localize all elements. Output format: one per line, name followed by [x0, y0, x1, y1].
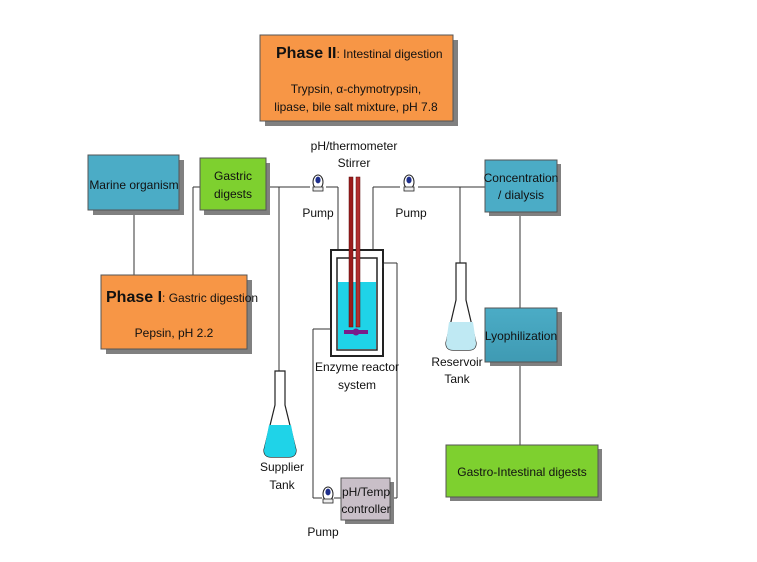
- marine-organism-box: Marine organism: [87, 154, 184, 215]
- supplier-flask-icon: [263, 370, 297, 458]
- ph-temp-line-1: pH/Temp: [342, 485, 390, 499]
- svg-text:Phase II: Intestinal digestion: Phase II: Intestinal digestion: [276, 45, 443, 62]
- reservoir-label-1: Reservoir: [431, 355, 482, 369]
- pump-label-bottom: Pump: [307, 525, 339, 539]
- pump-icon: [403, 174, 415, 192]
- enzyme-reactor: [322, 176, 384, 357]
- phase-2-box: Phase II: Intestinal digestion Trypsin, …: [259, 34, 458, 126]
- pump-label-right: Pump: [395, 206, 427, 220]
- gastric-digests-line-1: Gastric: [214, 169, 252, 183]
- marine-organism-label: Marine organism: [89, 178, 178, 192]
- lyophilization-box: Lyophilization: [484, 307, 562, 366]
- gi-digests-box: Gastro-Intestinal digests: [445, 444, 602, 501]
- enzyme-reactor-line-1: Enzyme reactor: [315, 360, 399, 374]
- pump-icon: [312, 174, 324, 192]
- lyophilization-label: Lyophilization: [485, 329, 557, 343]
- pump-label-left: Pump: [302, 206, 334, 220]
- concentration-line-2: / dialysis: [498, 188, 544, 202]
- reservoir-flask-icon: [445, 262, 477, 351]
- phase-1-title-rest: : Gastric digestion: [162, 291, 258, 305]
- ph-temp-controller-box: pH/Temp controller: [340, 477, 394, 524]
- ph-temp-line-2: controller: [341, 502, 390, 516]
- phase-2-line-1: Trypsin, α-chymotrypsin,: [291, 82, 422, 96]
- phase-1-title-bold: Phase I: [106, 289, 162, 306]
- concentration-line-1: Concentration: [484, 171, 559, 185]
- phase-2-title-bold: Phase II: [276, 45, 336, 62]
- enzyme-reactor-line-2: system: [338, 378, 376, 392]
- reservoir-label-2: Tank: [444, 372, 470, 386]
- ph-thermometer-label: pH/thermometer: [311, 139, 398, 153]
- phase-2-line-2: lipase, bile salt mixture, pH 7.8: [274, 100, 438, 114]
- supplier-label-2: Tank: [269, 478, 295, 492]
- supplier-label-1: Supplier: [260, 460, 304, 474]
- concentration-dialysis-box: Concentration / dialysis: [484, 159, 561, 216]
- phase-1-line-1: Pepsin, pH 2.2: [135, 326, 214, 340]
- gastric-digests-line-2: digests: [214, 187, 252, 201]
- stirrer-label: Stirrer: [338, 156, 371, 170]
- gastric-digests-box: Gastric digests: [199, 157, 270, 215]
- phase-1-box: Phase I: Gastric digestion Pepsin, pH 2.…: [100, 274, 258, 354]
- pump-icon: [322, 486, 334, 504]
- svg-text:Phase I: Gastric digestion: Phase I: Gastric digestion: [106, 289, 258, 306]
- phase-2-title-rest: : Intestinal digestion: [336, 47, 442, 61]
- gi-digests-label: Gastro-Intestinal digests: [457, 465, 586, 479]
